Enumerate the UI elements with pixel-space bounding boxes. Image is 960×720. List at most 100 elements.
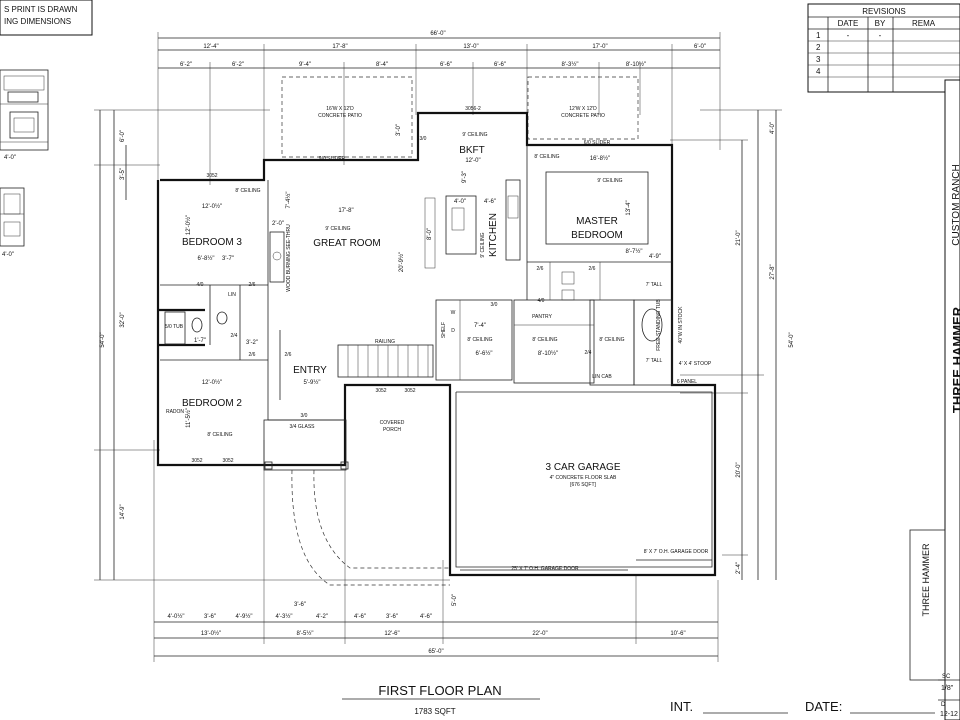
door-2-6-b: 2/6 (249, 352, 256, 358)
garage-sqft-note: [676 SQFT] (570, 482, 596, 488)
room-master-line1: MASTER (576, 216, 618, 227)
dim-top-row2-5: 6'-6" (440, 62, 452, 68)
dim-bottom-row2-4: 4'-3½" (276, 613, 293, 620)
title-company-side: THREE HAMMER (921, 543, 931, 617)
tub-label: 5/0 TUB (165, 324, 184, 330)
door-4-0-b: 4/0 (538, 298, 545, 304)
linen-cab-label: LIN CAB (592, 374, 612, 380)
dim-hall-c: 3'-2" (246, 340, 258, 346)
date-label: DATE: (805, 699, 842, 714)
patio-right-size: 12'W X 12'D (569, 106, 597, 112)
dim-top-row2-7: 8'-3½" (562, 61, 579, 68)
dim-laundry-a: 7'-4" (474, 323, 486, 329)
dim-top-5: 6'-0" (694, 44, 706, 50)
ceiling-bedroom3: 8' CEILING (235, 188, 260, 194)
dim-bottom-3: 12'-6" (384, 631, 399, 637)
plan-title-block: FIRST FLOOR PLAN 1783 SQFT INT. DATE: (342, 683, 935, 716)
window-3052-c: 3052 (404, 388, 415, 394)
door-2-6-d: 2/6 (537, 266, 544, 272)
ceiling-great-room: 9' CEILING (325, 226, 350, 232)
dim-master-b: 4'-9" (649, 254, 661, 260)
door-laundry: 3/0 (491, 302, 498, 308)
linen-label: LIN (228, 292, 236, 298)
interior-dimensions: 17'-8" 12'-0" 16'-8½" 12'-0½" 12'-0½" 5'… (185, 124, 661, 606)
dim-top-4: 17'-0" (592, 44, 607, 50)
dim-bedroom2-height: 11'-5½" (185, 408, 192, 428)
ceiling-bkft: 9' CEILING (462, 132, 487, 138)
revision-row-1-by: - (879, 31, 882, 40)
title-scale-label: SC (942, 674, 951, 680)
door-4-0-a: 4/0 (197, 282, 204, 288)
disclaimer-line-1: S PRINT IS DRAWN (4, 5, 78, 14)
dim-bottom-row2-1: 4'-0½" (168, 613, 185, 620)
dim-top-row2-6: 6'-6" (494, 62, 506, 68)
door-bkft: 3/0 (420, 136, 427, 142)
room-pantry: PANTRY (532, 314, 552, 320)
door-2-4-b: 2/4 (585, 350, 592, 356)
dim-bkft-width: 12'-0" (465, 158, 480, 164)
dim-laundry-b: 6'-6½" (476, 350, 493, 357)
revisions-header-date: DATE (838, 19, 859, 28)
covered-porch-line1: COVERED (380, 420, 405, 426)
radon-label: RADON (166, 409, 184, 415)
dim-great-room-a: 7'-4½" (285, 192, 292, 209)
dim-top-row2-2: 6'-2" (232, 62, 244, 68)
dim-bottom-2: 8'-5½" (297, 630, 314, 637)
revision-row-2-num: 2 (816, 43, 821, 52)
washer-label: W (451, 310, 456, 316)
dim-hall-a: 6'-8½" (198, 255, 215, 262)
dim-top-1: 12'-4" (203, 44, 218, 50)
railing-label: RAILING (375, 339, 395, 345)
garage-slab-note: 4" CONCRETE FLOOR SLAB (550, 475, 617, 481)
dim-bottom-5: 10'-6" (670, 631, 685, 637)
glass-door-label: 3/4 GLASS (289, 424, 315, 430)
dim-walkway: 5'-0" (452, 594, 458, 606)
door-2-6-e: 2/6 (589, 266, 596, 272)
title-date: 12-12 (940, 711, 958, 718)
dim-bedroom3-height: 12'-0½" (185, 215, 192, 235)
dim-entry-width: 5'-9½" (304, 379, 321, 386)
revision-row-1-num: 1 (816, 31, 821, 40)
room-entry: ENTRY (293, 365, 327, 376)
dim-master-a: 8'-7½" (626, 248, 643, 255)
ceiling-laundry: 8' CEILING (467, 337, 492, 343)
room-bkft: BKFT (459, 145, 485, 156)
garage-door-side: 8' X 7' O.H. GARAGE DOOR (644, 549, 709, 555)
plan-title: FIRST FLOOR PLAN (378, 683, 501, 698)
room-bedroom-3: BEDROOM 3 (182, 237, 242, 248)
dim-right-overall: 54'-0" (789, 332, 795, 347)
dim-right-1: 21'-0" (736, 230, 742, 245)
dim-top-3: 13'-0" (463, 44, 478, 50)
revisions-table: REVISIONS DATE BY REMA 1 - - 2 3 4 (807, 3, 960, 93)
patio-left-label: CONCRETE PATIO (318, 113, 362, 119)
garage-outline (455, 391, 713, 571)
plan-sqft: 1783 SQFT (414, 707, 455, 716)
room-master-line2: BEDROOM (571, 230, 623, 241)
dim-right-4: 4'-0" (770, 122, 776, 134)
dim-bottom-row2-9: 4'-6" (420, 614, 432, 620)
window-3052-a: 3052 (206, 173, 217, 179)
ceiling-master-top: 8' CEILING (534, 154, 559, 160)
dim-great-room-width: 17'-8" (338, 208, 353, 214)
dim-kitchen-a: 4'-0" (454, 199, 466, 205)
dim-bottom-row2-7: 4'-6" (354, 614, 366, 620)
dim-top-row2-3: 9'-4" (299, 62, 311, 68)
dim-hall-b: 3'-7" (222, 256, 234, 262)
room-labels: BEDROOM 3 GREAT ROOM BKFT KITCHEN MASTER… (166, 145, 623, 488)
slider-right: 6/0 SLIDER (584, 140, 611, 146)
dim-kitchen-b: 4'-6" (484, 199, 496, 205)
tall-label-2: 7' TALL (646, 358, 663, 364)
revisions-header-by: BY (875, 19, 886, 28)
dim-top-overall: 66'-0" (430, 31, 445, 37)
dim-bottom-row2-6: 4'-2" (316, 614, 328, 620)
revision-row-4-num: 4 (816, 67, 821, 76)
interior-walls (160, 145, 673, 421)
door-2-6-c: 2/6 (285, 352, 292, 358)
shelf-label: SHELF (441, 322, 447, 338)
covered-porch-line2: PORCH (383, 427, 401, 433)
revisions-title: REVISIONS (862, 7, 906, 16)
six-panel-label: 6 PANEL (677, 379, 697, 385)
dimensions-bottom: 13'-0½" 8'-5½" 12'-6" 22'-0" 10'-6" 65'-… (153, 440, 719, 662)
